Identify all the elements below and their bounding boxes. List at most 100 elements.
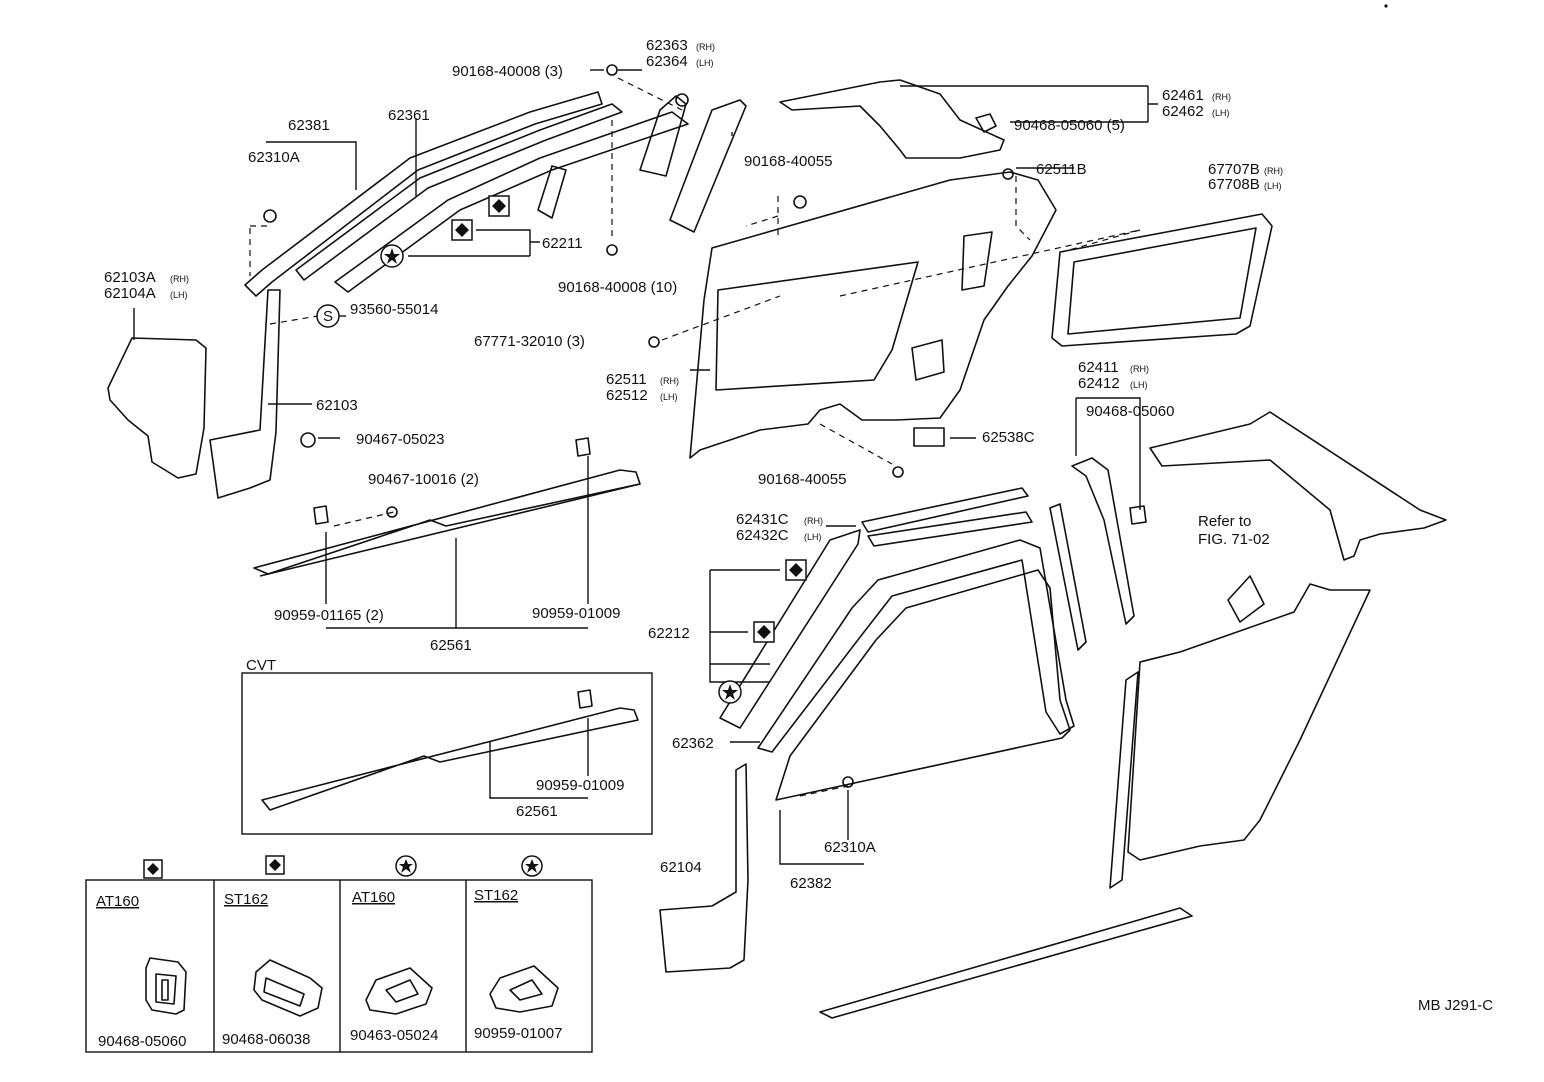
callout-text: 62103 <box>316 397 358 414</box>
standard-symbol-letter: S <box>323 308 333 325</box>
callout-text: 62462 <box>1162 103 1204 120</box>
callout-text: 62104A <box>104 285 156 302</box>
legend-diamond-2 <box>265 855 285 875</box>
callout-text: 90168-40055 <box>758 471 846 488</box>
diagram-code: MB J291-C <box>1418 997 1493 1014</box>
star-symbol-1 <box>380 244 404 268</box>
callout-text: 90467-05023 <box>356 431 444 448</box>
star-symbol-2 <box>718 680 742 704</box>
quarter-trim-panel <box>689 171 1057 459</box>
quarter-window-garnish <box>1051 213 1273 347</box>
legend-model: ST162 <box>474 887 518 904</box>
standard-symbol: S <box>316 304 340 328</box>
callout-text: 90468-05060 <box>1086 403 1174 420</box>
callout-suffix: (LH) <box>804 532 822 542</box>
callout-text: 62363 <box>646 37 688 54</box>
callout-text: 62362 <box>672 735 714 752</box>
callout-text: 62561 <box>516 803 558 820</box>
roof-side-rail <box>1149 411 1447 561</box>
callout-suffix: (LH) <box>660 392 678 402</box>
callout-text: 62461 <box>1162 87 1204 104</box>
callout-text: 62411 <box>1078 359 1119 376</box>
upper-quarter-trim <box>779 79 1005 159</box>
callout-suffix: (RH) <box>696 42 715 52</box>
legend-part-number: 90959-01007 <box>474 1025 562 1042</box>
callout-text: 62412 <box>1078 375 1120 392</box>
clip-drawing-4 <box>489 965 559 1013</box>
callout-text: 62512 <box>606 387 648 404</box>
door-opening-garnish <box>719 487 1087 801</box>
front-pillar-garnish <box>244 91 747 297</box>
callout-text: 67707B <box>1208 161 1260 178</box>
callout-text: 90959-01009 <box>532 605 620 622</box>
legend-diamond-1 <box>143 859 163 879</box>
callout-text: 62511B <box>1036 161 1087 178</box>
fasteners <box>263 64 1147 788</box>
cvt-inset-box <box>241 672 653 835</box>
rocker-molding <box>819 907 1193 1019</box>
scuff-plate <box>253 469 641 577</box>
callout-text: 62310A <box>248 149 300 166</box>
clip-drawing-2 <box>253 959 323 1017</box>
legend-part-number: 90468-05060 <box>98 1033 186 1050</box>
leader-lines <box>133 69 1158 865</box>
callout-text: FIG. 71-02 <box>1198 531 1270 548</box>
callout-text: 62511 <box>606 371 647 388</box>
callout-text: 62561 <box>430 637 472 654</box>
callout-text: 62361 <box>388 107 430 124</box>
callouts: 90168-40008 (3) 62363 (RH) 62364 (LH) 62… <box>104 37 1493 1014</box>
callout-suffix: (RH) <box>804 516 823 526</box>
callout-suffix: (LH) <box>1264 181 1282 191</box>
callout-suffix: (RH) <box>1212 92 1231 102</box>
cvt-scuff-plate <box>261 707 639 811</box>
callout-suffix: (RH) <box>1264 166 1283 176</box>
legend-table: AT160 ST162 AT160 ST162 90468-05060 9046… <box>85 855 593 1053</box>
callout-text: 90959-01009 <box>536 777 624 794</box>
callout-text: 67708B <box>1208 176 1260 193</box>
callout-suffix: (RH) <box>660 376 679 386</box>
callout-text: 93560-55014 <box>350 301 438 318</box>
callout-text: 90168-40055 <box>744 153 832 170</box>
callout-text: 62382 <box>790 875 832 892</box>
clip-drawing-3 <box>365 967 433 1015</box>
callout-text: 67771-32010 (3) <box>474 333 585 350</box>
diamond-symbol-2 <box>451 219 473 241</box>
callout-text: 90468-05060 (5) <box>1014 117 1125 134</box>
callout-text: 62381 <box>288 117 330 134</box>
callout-text: 90168-40008 (3) <box>452 63 563 80</box>
callout-text: 90168-40008 (10) <box>558 279 677 296</box>
callout-suffix: (LH) <box>696 58 714 68</box>
callout-text: 62538C <box>982 429 1035 446</box>
cvt-label: CVT <box>246 657 276 674</box>
callout-text: 62364 <box>646 53 688 70</box>
legend-part-number: 90468-06038 <box>222 1031 310 1048</box>
legend-model: AT160 <box>96 893 139 910</box>
callout-text: 62104 <box>660 859 702 876</box>
legend-star-1 <box>395 855 417 877</box>
callout-text: 62103A <box>104 269 156 286</box>
diamond-symbol-4 <box>753 621 775 643</box>
callout-text: 62211 <box>542 235 583 252</box>
diamond-symbol-3 <box>785 559 807 581</box>
lower-pillar-trim <box>659 763 749 973</box>
callout-suffix: (LH) <box>1130 380 1148 390</box>
cowl-side-trim <box>107 289 281 499</box>
corner-mark <box>1384 4 1388 8</box>
callout-text: 62431C <box>736 511 789 528</box>
diamond-symbol-1 <box>488 195 510 217</box>
callout-text: 90467-10016 (2) <box>368 471 479 488</box>
callout-text: 90959-01165 (2) <box>274 607 384 624</box>
legend-model: AT160 <box>352 889 395 906</box>
legend-star-2 <box>521 855 543 877</box>
callout-text: 62212 <box>648 625 690 642</box>
clip-drawing-1 <box>145 957 187 1015</box>
legend-part-number: 90463-05024 <box>350 1027 438 1044</box>
callout-suffix: (LH) <box>170 290 188 300</box>
legend-model: ST162 <box>224 891 268 908</box>
callout-suffix: (LH) <box>1212 108 1230 118</box>
callout-text: 62310A <box>824 839 876 856</box>
rear-door-trim <box>1109 575 1371 889</box>
callout-text: Refer to <box>1198 513 1251 530</box>
callout-suffix: (RH) <box>170 274 189 284</box>
